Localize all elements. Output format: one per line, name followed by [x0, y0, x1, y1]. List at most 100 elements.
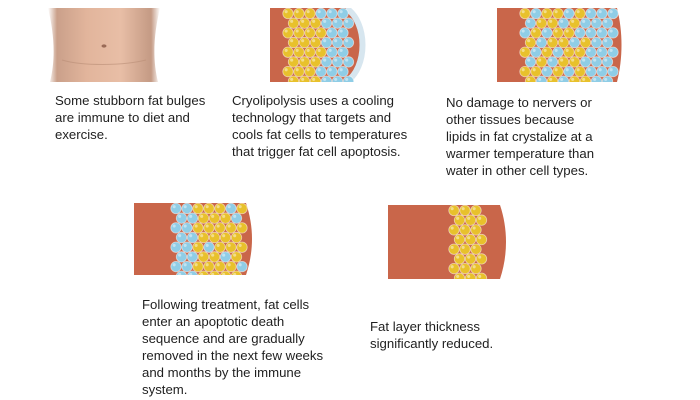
- cell-highlight: [345, 39, 349, 43]
- cell-highlight: [284, 68, 288, 72]
- fat-cell: [563, 27, 575, 39]
- cell-highlight: [194, 224, 198, 228]
- cell-highlight: [233, 214, 237, 218]
- cold-cell: [175, 212, 188, 224]
- fat-cell: [298, 75, 311, 82]
- cell-highlight: [472, 265, 476, 269]
- fat-cell: [541, 8, 553, 20]
- cell-highlight: [290, 39, 294, 43]
- fat-cell: [535, 17, 548, 29]
- cell-highlight: [467, 274, 471, 278]
- cell-highlight: [582, 77, 586, 81]
- cold-cell: [557, 75, 570, 82]
- fat-cell: [579, 75, 592, 82]
- fat-cell: [208, 212, 221, 224]
- cell-highlight: [587, 48, 591, 52]
- cell-highlight: [560, 39, 564, 43]
- fat-cell: [309, 56, 322, 68]
- cold-cell: [181, 260, 193, 273]
- fat-cell: [475, 214, 488, 226]
- cell-highlight: [334, 77, 338, 81]
- step1-image: [42, 8, 166, 82]
- cell-highlight: [183, 205, 187, 209]
- cell-highlight: [598, 48, 602, 52]
- fat-cell: [236, 241, 248, 253]
- fat-cell: [470, 243, 482, 255]
- fat-cell: [470, 205, 482, 217]
- cell-highlight: [216, 263, 220, 267]
- cold-cell: [181, 203, 193, 215]
- navel: [101, 44, 107, 48]
- fat-cell: [530, 65, 542, 78]
- cell-highlight: [211, 214, 215, 218]
- fat-cell: [298, 36, 311, 49]
- cell-highlight: [222, 272, 226, 275]
- cell-highlight: [549, 77, 553, 81]
- cold-cell: [187, 270, 198, 275]
- fat-cell: [459, 262, 471, 275]
- cell-highlight: [227, 224, 231, 228]
- cell-highlight: [571, 19, 575, 23]
- fat-cell: [197, 251, 210, 263]
- cell-highlight: [560, 77, 564, 81]
- cell-highlight: [216, 243, 220, 247]
- cell-highlight: [205, 263, 209, 267]
- fat-cell: [219, 212, 232, 224]
- cold-cell: [315, 65, 327, 78]
- fat-cell: [287, 75, 300, 82]
- cell-highlight: [456, 255, 460, 259]
- abdomen-photo: [48, 8, 160, 82]
- cell-highlight: [467, 255, 471, 259]
- cell-highlight: [549, 39, 553, 43]
- cell-highlight: [328, 68, 332, 72]
- cell-highlight: [549, 19, 553, 23]
- fat-cell: [568, 56, 581, 68]
- cell-highlight: [456, 216, 460, 220]
- cold-cell: [225, 203, 237, 215]
- cell-highlight: [233, 234, 237, 238]
- fat-cell: [557, 56, 570, 68]
- cell-highlight: [461, 207, 465, 211]
- fat-cell: [230, 231, 243, 244]
- cell-highlight: [587, 68, 591, 72]
- cold-cell: [568, 36, 581, 49]
- cell-highlight: [290, 77, 294, 81]
- cold-cell: [590, 17, 603, 29]
- cold-cell: [585, 8, 597, 20]
- cold-cell: [563, 65, 575, 78]
- cold-cell: [186, 231, 199, 244]
- fat-cell: [546, 17, 559, 29]
- cold-cell: [552, 46, 564, 58]
- cold-cell: [596, 46, 608, 58]
- fat-cell: [464, 253, 477, 265]
- fat-cell: [219, 231, 232, 244]
- fat-cell: [546, 75, 559, 82]
- cell-highlight: [593, 58, 597, 62]
- fat-cell: [214, 222, 226, 234]
- cell-highlight: [538, 19, 542, 23]
- cell-highlight: [317, 29, 321, 33]
- fat-cell: [225, 222, 237, 234]
- fat-cell: [208, 231, 221, 244]
- cell-highlight: [554, 10, 558, 14]
- fat-cell: [464, 214, 477, 226]
- fat-cell: [197, 212, 210, 224]
- cell-highlight: [189, 253, 193, 257]
- fat-cell: [298, 56, 311, 68]
- fat-cell: [574, 65, 586, 78]
- fat-cell: [214, 203, 226, 215]
- cell-highlight: [521, 48, 525, 52]
- cold-cell: [596, 27, 608, 39]
- cell-highlight: [172, 205, 176, 209]
- cold-cell: [607, 27, 619, 39]
- cell-highlight: [456, 236, 460, 240]
- cell-highlight: [301, 77, 305, 81]
- cold-cell: [541, 27, 553, 39]
- cold-cell: [320, 17, 333, 29]
- cell-highlight: [609, 48, 613, 52]
- fat-cell: [579, 36, 592, 49]
- fat-cell: [453, 272, 466, 279]
- cell-highlight: [538, 77, 542, 81]
- cell-highlight: [587, 29, 591, 33]
- cell-highlight: [543, 48, 547, 52]
